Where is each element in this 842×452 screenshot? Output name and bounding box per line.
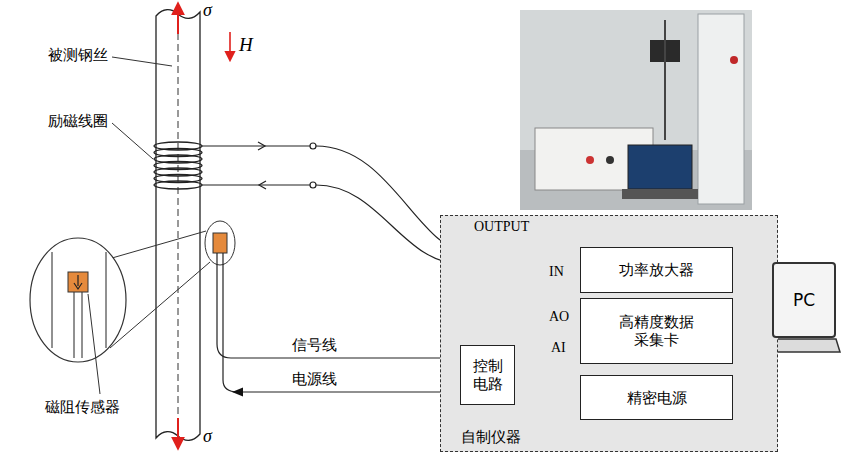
stress-arrow	[177, 4, 179, 34]
photo-knob	[606, 156, 614, 164]
sensor-lead	[82, 292, 83, 358]
zoom-view	[30, 238, 126, 362]
stress-arrow	[177, 418, 179, 448]
lead-wire	[202, 184, 310, 185]
photo-tester	[698, 14, 744, 204]
photo-tester-light	[730, 56, 738, 64]
box-label: 精密电源	[627, 389, 687, 407]
power-wire	[223, 253, 460, 392]
port-label: OUTPUT	[474, 219, 529, 235]
detail-ring	[205, 221, 235, 265]
box-label: 功率放大器	[619, 261, 694, 279]
excitation-coil	[154, 142, 202, 189]
wire-label: 电源线	[292, 371, 337, 388]
photo-wire	[664, 20, 666, 140]
power-arrow	[232, 388, 243, 397]
terminal	[310, 182, 316, 188]
wire-axis	[178, 22, 179, 430]
part-label: 励磁线圈	[48, 113, 108, 130]
instrument-housing: 自制仪器 功率放大器高精度数据 采集卡控制电路精密电源	[440, 215, 778, 452]
stress-symbol: σ	[203, 426, 212, 447]
lead-wire	[202, 145, 310, 146]
sensor-axis-arrow	[74, 283, 82, 289]
part-label: 磁阻传感器	[45, 399, 120, 416]
wire-edge	[52, 252, 53, 348]
sensor-axis-arrow	[77, 275, 78, 286]
photo-laptop	[628, 145, 692, 189]
steel-wire	[156, 10, 200, 441]
leader-line	[88, 294, 100, 394]
field-arrow	[229, 32, 231, 60]
amplifier-box: 功率放大器	[580, 247, 733, 293]
photo-ground	[520, 10, 752, 210]
box-label: PC	[793, 290, 815, 310]
pc-screen: PC	[772, 262, 836, 338]
sensor-lead	[74, 292, 75, 358]
port-label: IN	[549, 264, 564, 280]
group-label: 自制仪器	[461, 428, 521, 446]
control-circuit-box: 控制电路	[460, 345, 515, 405]
box-label: 高精度数据 采集卡	[617, 313, 697, 349]
zoom-line	[112, 231, 206, 258]
mr-sensor	[68, 272, 88, 292]
wire-label: 信号线	[292, 337, 337, 354]
mr-sensor	[213, 233, 227, 253]
power-supply-box: 精密电源	[580, 375, 733, 420]
field-symbol: H	[239, 34, 253, 56]
photo-knob	[586, 156, 594, 164]
port-label: AO	[549, 309, 569, 325]
daq-card-box: 高精度数据 采集卡	[580, 298, 733, 364]
photo	[520, 10, 752, 210]
wire-edge	[106, 252, 107, 348]
terminal	[310, 143, 316, 149]
signal-wire	[217, 253, 456, 358]
leader-line	[112, 123, 153, 159]
photo-laptop-base	[622, 189, 698, 199]
coil-turn	[154, 181, 202, 189]
current-arrow	[258, 142, 265, 150]
part-label: 被测钢丝	[48, 47, 108, 64]
current-arrow	[259, 181, 266, 189]
box-label: 控制电路	[472, 357, 504, 393]
stress-symbol: σ	[203, 0, 212, 21]
port-label: AI	[551, 340, 566, 356]
leader-line	[112, 57, 172, 66]
